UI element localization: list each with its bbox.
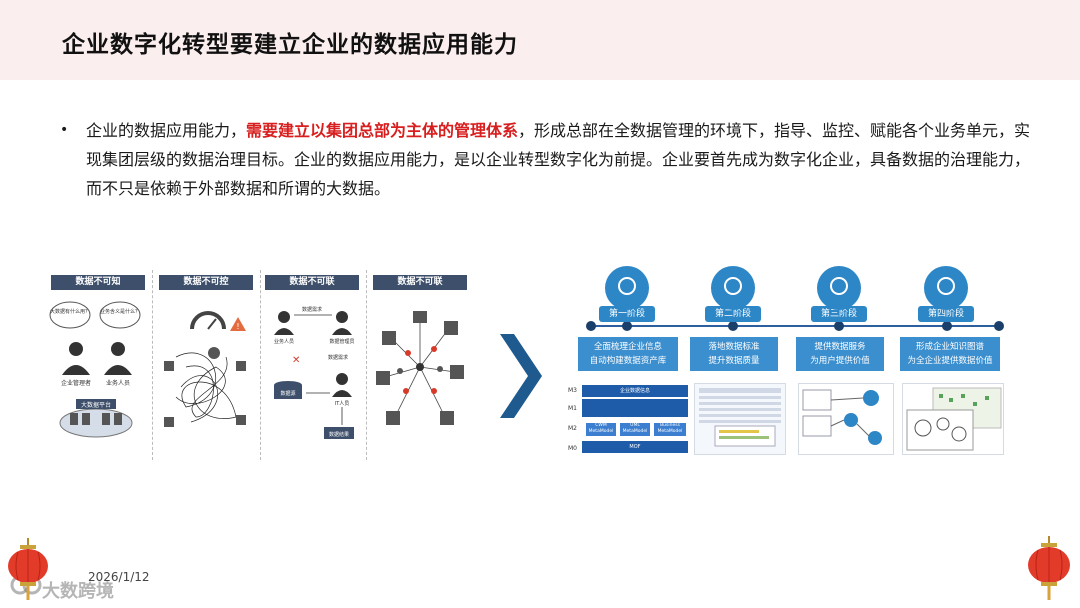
m-row [582, 399, 688, 417]
panel-data-uncontrollable: 数据不可控 ! [156, 275, 256, 460]
it-person-label: IT人员 [335, 401, 350, 407]
platform-label: 大数据平台 [81, 401, 111, 409]
desc-line: 形成企业知识图谱 [915, 342, 984, 352]
stage-3-desc: 提供数据服务 为用户提供价值 [796, 337, 884, 371]
header-band: 企业数字化转型要建立企业的数据应用能力 [0, 0, 1080, 80]
page-title: 企业数字化转型要建立企业的数据应用能力 [62, 32, 518, 58]
desc-line: 落地数据标准 [708, 342, 760, 352]
clock-icon [605, 266, 649, 310]
timeline-line [590, 325, 995, 327]
bullet-dot: • [60, 122, 69, 138]
bubble-1-text: 大数据有什么用？ [50, 308, 90, 315]
metamodel-diagram: M3 M1 M2 M0 企业数据信息 CWM MetaModel UML Met… [568, 383, 688, 455]
panel-header: 数据不可联 [265, 275, 359, 290]
cwm-cell: CWM MetaModel [586, 423, 616, 436]
data-demand-label: 数据需求 [328, 354, 348, 361]
demand-label: 数据需求 [302, 306, 322, 313]
m-level-label: M3 [568, 387, 577, 394]
table-thumbnail [694, 383, 786, 455]
desc-line: 提供数据服务 [814, 342, 866, 352]
panel-data-disconnected: 数据不可联 [370, 275, 470, 460]
bullet-part2: ，形成总部在全数据管理的环境下，指导、监控、赋能各个业务单元，实现集团层级的数据… [86, 121, 1031, 198]
bullet-text: 企业的数据应用能力，需要建立以集团总部为主体的管理体系，形成总部在全数据管理的环… [60, 116, 1035, 203]
bullet-highlight: 需要建立以集团总部为主体的管理体系 [246, 121, 519, 140]
uml-cell: UML MetaModel [620, 423, 650, 436]
clock-icon [817, 266, 861, 310]
stage-4: 第四阶段 [916, 266, 976, 322]
stage-label: 第三阶段 [811, 306, 867, 322]
tangle-illustration: ! [164, 311, 246, 427]
lantern-right-icon [1028, 536, 1070, 600]
panel-data-unlinkable: 数据不可联 数据需求 业务人员 数据管理员 ✕ 数据需求 数据源 IT人员 数据… [262, 275, 362, 460]
panel-header: 数据不可联 [373, 275, 467, 290]
svg-text:!: ! [236, 322, 239, 331]
divider [366, 270, 367, 460]
timeline-dot [622, 321, 632, 331]
knowledge-graph-thumbnail [902, 383, 1004, 455]
desc-line: 自动构建数据资产库 [589, 356, 667, 366]
bullet-paragraph: • 企业的数据应用能力，需要建立以集团总部为主体的管理体系，形成总部在全数据管理… [60, 116, 1035, 203]
people-platform-illustration: 大数据有什么用？ 业务含义是什么？ 企业管理者 业务人员 大数据平台 [49, 301, 141, 438]
m-level-label: M2 [568, 425, 577, 432]
divider [152, 270, 153, 460]
workflow-illustration: 数据需求 业务人员 数据管理员 ✕ 数据需求 数据源 IT人员 数据结果 [274, 306, 355, 439]
stage-4-desc: 形成企业知识图谱 为全企业提供数据价值 [900, 337, 1000, 371]
biz-person-label: 业务人员 [274, 338, 294, 345]
slide-date: 2026/1/12 [88, 570, 150, 584]
timeline-dot [942, 321, 952, 331]
timeline-dot [994, 321, 1004, 331]
flow-thumbnail [798, 383, 894, 455]
panel-data-unknown: 数据不可知 大数据有什么用？ 业务含义是什么？ 企业管理者 业务人员 大数据平台 [48, 275, 148, 460]
transition-arrow-icon [500, 334, 542, 418]
stage-2-desc: 落地数据标准 提升数据质量 [690, 337, 778, 371]
m-top-row: 企业数据信息 [582, 385, 688, 397]
db-label: 数据源 [280, 390, 295, 397]
bullet-part1: 企业的数据应用能力， [86, 121, 247, 140]
mof-row: MOF [582, 441, 688, 453]
m-level-label: M1 [568, 405, 577, 412]
data-mgr-label: 数据管理员 [329, 338, 354, 345]
lantern-left-icon [8, 538, 48, 600]
desc-line: 提升数据质量 [708, 356, 760, 366]
timeline-dot [834, 321, 844, 331]
timeline-dot [728, 321, 738, 331]
stage-1: 第一阶段 [597, 266, 657, 322]
m-level-label: M0 [568, 445, 577, 452]
stage-label: 第二阶段 [705, 306, 761, 322]
desc-line: 为全企业提供数据价值 [907, 356, 993, 366]
timeline-dot [586, 321, 596, 331]
desc-line: 为用户提供价值 [810, 356, 870, 366]
stage-label: 第四阶段 [918, 306, 974, 322]
watermark-brand: 大数跨境 [42, 581, 114, 602]
desc-line: 全面梳理企业信息 [593, 342, 662, 352]
svg-text:✕: ✕ [292, 355, 300, 366]
panel-header: 数据不可控 [159, 275, 253, 290]
person-2-label: 业务人员 [106, 379, 130, 387]
stage-label: 第一阶段 [599, 306, 655, 322]
stage-3: 第三阶段 [809, 266, 869, 322]
result-label: 数据结果 [329, 431, 349, 438]
stage-1-desc: 全面梳理企业信息 自动构建数据资产库 [578, 337, 678, 371]
network-illustration [376, 311, 464, 425]
person-1-label: 企业管理者 [61, 379, 91, 387]
divider [260, 270, 261, 460]
business-cell: Business MetaModel [654, 423, 686, 436]
bubble-2-text: 业务含义是什么？ [100, 308, 140, 315]
panel-header: 数据不可知 [51, 275, 145, 290]
clock-icon [711, 266, 755, 310]
stage-2: 第二阶段 [703, 266, 763, 322]
clock-icon [924, 266, 968, 310]
